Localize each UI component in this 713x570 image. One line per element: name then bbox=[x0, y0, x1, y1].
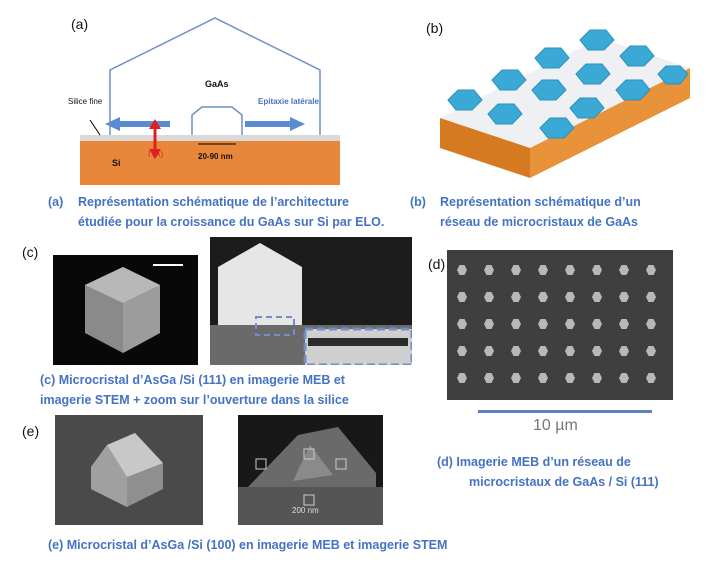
panel-e-caption: (e) Microcristal d’AsGa /Si (100) en ima… bbox=[48, 538, 448, 552]
array-crystal bbox=[484, 292, 494, 302]
panel-b-caption: (b)Représentation schématique d’un résea… bbox=[410, 195, 641, 229]
sem-image-111 bbox=[53, 255, 198, 365]
array-crystal bbox=[565, 265, 575, 275]
panel-d-label: (d) bbox=[428, 256, 446, 272]
array-crystal bbox=[592, 373, 602, 383]
sem-image-100 bbox=[55, 415, 203, 525]
stem-scale-label: 200 nm bbox=[292, 506, 319, 515]
stem-image-100 bbox=[238, 415, 383, 525]
array-crystal bbox=[457, 319, 467, 329]
si-label: Si bbox=[112, 158, 121, 168]
array-crystal bbox=[457, 373, 467, 383]
array-crystal bbox=[619, 373, 629, 383]
panel-e-label: (e) bbox=[22, 423, 40, 439]
array-crystal bbox=[484, 265, 494, 275]
panel-a-schematic bbox=[80, 17, 340, 185]
array-crystal bbox=[457, 265, 467, 275]
array-crystal bbox=[619, 319, 629, 329]
array-crystal bbox=[619, 292, 629, 302]
array-crystal bbox=[484, 319, 494, 329]
panel-a-caption: (a)Représentation schématique de l’archi… bbox=[48, 195, 385, 229]
panel-b-illustration bbox=[440, 29, 690, 178]
array-crystal bbox=[565, 292, 575, 302]
array-crystal bbox=[646, 292, 656, 302]
array-crystal bbox=[646, 319, 656, 329]
array-crystal bbox=[646, 346, 656, 356]
scale-bar bbox=[478, 410, 652, 413]
array-crystal bbox=[565, 373, 575, 383]
array-crystal bbox=[592, 319, 602, 329]
panel-a-label: (a) bbox=[71, 16, 89, 32]
gaas-label: GaAs bbox=[205, 79, 229, 89]
array-crystal bbox=[511, 292, 521, 302]
current-label: I (A) bbox=[148, 150, 164, 159]
array-crystal bbox=[592, 292, 602, 302]
array-crystal bbox=[538, 292, 548, 302]
array-crystal bbox=[565, 346, 575, 356]
width-label: 20-90 nm bbox=[198, 152, 233, 161]
array-crystal bbox=[457, 292, 467, 302]
array-crystal bbox=[538, 373, 548, 383]
array-crystal bbox=[511, 319, 521, 329]
array-crystal bbox=[511, 373, 521, 383]
array-crystal bbox=[565, 319, 575, 329]
array-crystal bbox=[538, 265, 548, 275]
scale-bar-label: 10 µm bbox=[533, 417, 578, 434]
array-crystal bbox=[457, 346, 467, 356]
array-crystal bbox=[484, 346, 494, 356]
array-crystal bbox=[592, 265, 602, 275]
silice-label: Silice fine bbox=[68, 97, 103, 106]
array-crystal bbox=[646, 265, 656, 275]
array-crystal bbox=[619, 265, 629, 275]
panel-c-caption: (c) Microcristal d’AsGa /Si (111) en ima… bbox=[40, 373, 349, 407]
stem-image-111 bbox=[210, 237, 412, 365]
panel-b-label: (b) bbox=[426, 20, 444, 36]
array-crystal bbox=[646, 373, 656, 383]
array-crystal bbox=[592, 346, 602, 356]
array-crystal bbox=[511, 346, 521, 356]
array-crystal bbox=[538, 346, 548, 356]
array-crystal bbox=[619, 346, 629, 356]
epitaxie-label: Epitaxie latérale bbox=[258, 97, 319, 106]
array-crystal bbox=[511, 265, 521, 275]
sem-array-image bbox=[447, 250, 673, 400]
array-crystal bbox=[484, 373, 494, 383]
array-crystal bbox=[538, 319, 548, 329]
panel-c-label: (c) bbox=[22, 244, 39, 260]
